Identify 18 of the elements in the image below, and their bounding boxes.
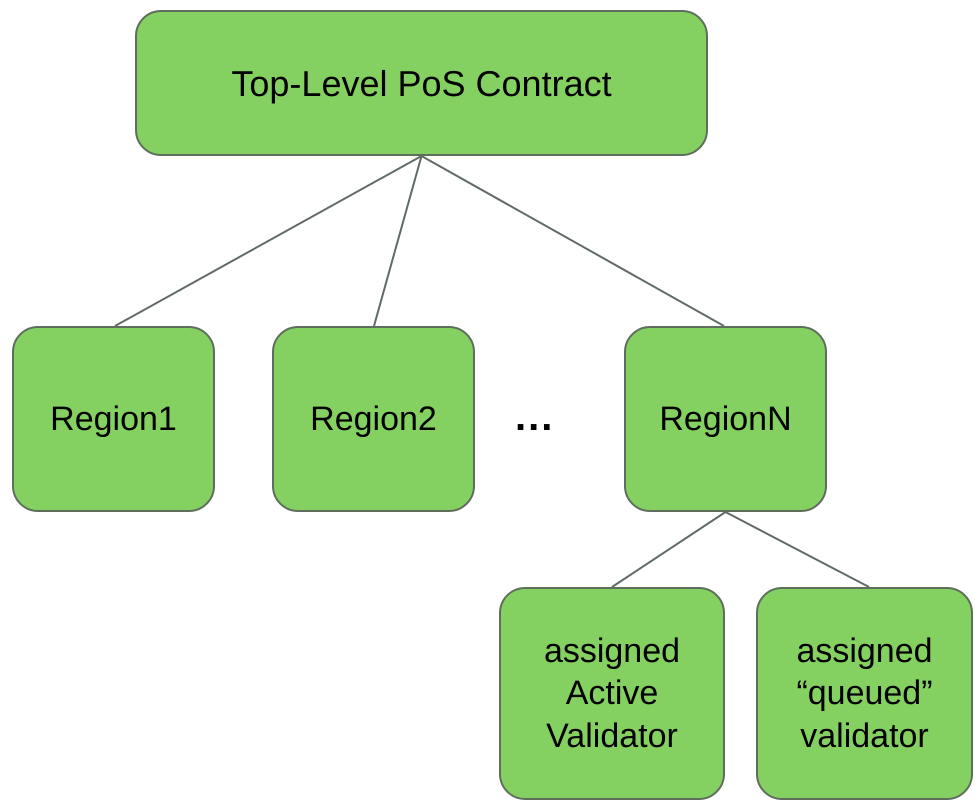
connector-line xyxy=(373,156,422,326)
rounded-box xyxy=(499,587,725,800)
connector-line xyxy=(611,511,726,588)
node-label: Region1 xyxy=(50,398,177,440)
rounded-box xyxy=(756,587,973,800)
node-label: RegionN xyxy=(659,398,792,440)
rounded-box xyxy=(135,10,708,156)
ellipsis: ... xyxy=(515,395,554,440)
rounded-box xyxy=(272,326,475,512)
rounded-box xyxy=(12,326,215,512)
node-label: assigned Active Validator xyxy=(542,630,682,757)
connector-line xyxy=(114,155,422,327)
node-label: Region2 xyxy=(310,398,437,440)
node-label: assigned “queued” validator xyxy=(795,630,934,757)
connector-line xyxy=(421,155,724,327)
rounded-box xyxy=(624,326,827,512)
connector-line xyxy=(725,511,870,588)
node-label: Top-Level PoS Contract xyxy=(231,62,612,106)
